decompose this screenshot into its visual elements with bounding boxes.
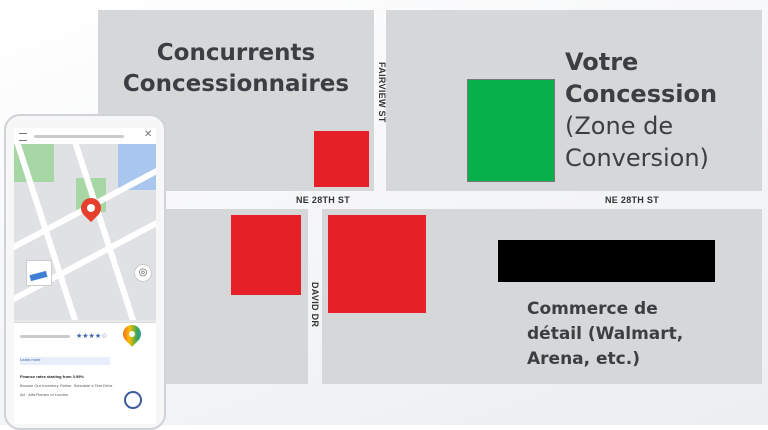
- dealership-lot: [467, 79, 555, 182]
- close-icon[interactable]: ✕: [144, 129, 153, 140]
- retail-lot: [498, 240, 715, 282]
- locate-icon[interactable]: ◎: [134, 264, 152, 282]
- dealership-label-line2: Concession: [565, 80, 718, 108]
- dealership-label-line3: (Zone de: [565, 112, 674, 140]
- phone-mockup: ✕ ◎ ★★★★☆ Learn more Finance ra: [4, 114, 166, 430]
- map-street-2: [14, 211, 156, 307]
- competitor-lot-3: [328, 215, 426, 313]
- maps-pin-logo-icon: [119, 321, 145, 347]
- competitor-lot-2: [231, 215, 301, 295]
- dealership-label: Votre Concession (Zone de Conversion): [565, 46, 717, 174]
- search-placeholder-line: [34, 135, 124, 138]
- ad-footer: Ad · Alfa Romeo of London: [20, 392, 69, 397]
- phone-screen: ✕ ◎ ★★★★☆ Learn more Finance ra: [14, 128, 156, 424]
- retail-label: Commerce de détail (Walmart, Arena, etc.…: [527, 297, 683, 372]
- learn-more-link[interactable]: Learn more: [20, 357, 110, 365]
- block-top-right: [386, 10, 762, 191]
- rating-stars: ★★★★☆: [76, 333, 108, 340]
- competitors-label: Concurrents Concessionnaires: [98, 38, 374, 100]
- retail-label-line3: Arena, etc.): [527, 349, 640, 369]
- competitors-label-line1: Concurrents: [156, 40, 316, 66]
- brand-logo-icon: [124, 391, 142, 409]
- ad-title-line: [20, 335, 70, 338]
- retail-label-line1: Commerce de: [527, 299, 658, 319]
- competitors-label-line2: Concessionnaires: [122, 71, 350, 97]
- menu-icon[interactable]: [19, 133, 27, 141]
- map-thumbnail[interactable]: [26, 260, 52, 286]
- dealership-label-line1: Votre: [565, 48, 639, 76]
- dealership-label-line4: Conversion): [565, 144, 709, 172]
- street-label-ne28-right: NE 28TH ST: [605, 195, 660, 205]
- retail-label-line2: détail (Walmart,: [527, 324, 684, 344]
- phone-search-bar[interactable]: ✕: [14, 128, 156, 144]
- ad-headline: Finance rates starting from 3.99%: [20, 374, 85, 379]
- ad-description: Browse Our Inventory Online. Schedule a …: [20, 383, 113, 388]
- competitor-lot-1: [314, 131, 369, 187]
- street-label-fairview: FAIRVIEW ST: [377, 62, 387, 123]
- phone-map[interactable]: ◎: [14, 144, 156, 320]
- street-label-david: DAVID DR: [310, 282, 320, 328]
- street-label-ne28-left: NE 28TH ST: [296, 195, 351, 205]
- ad-card[interactable]: ★★★★☆ Learn more Finance rates starting …: [14, 321, 156, 424]
